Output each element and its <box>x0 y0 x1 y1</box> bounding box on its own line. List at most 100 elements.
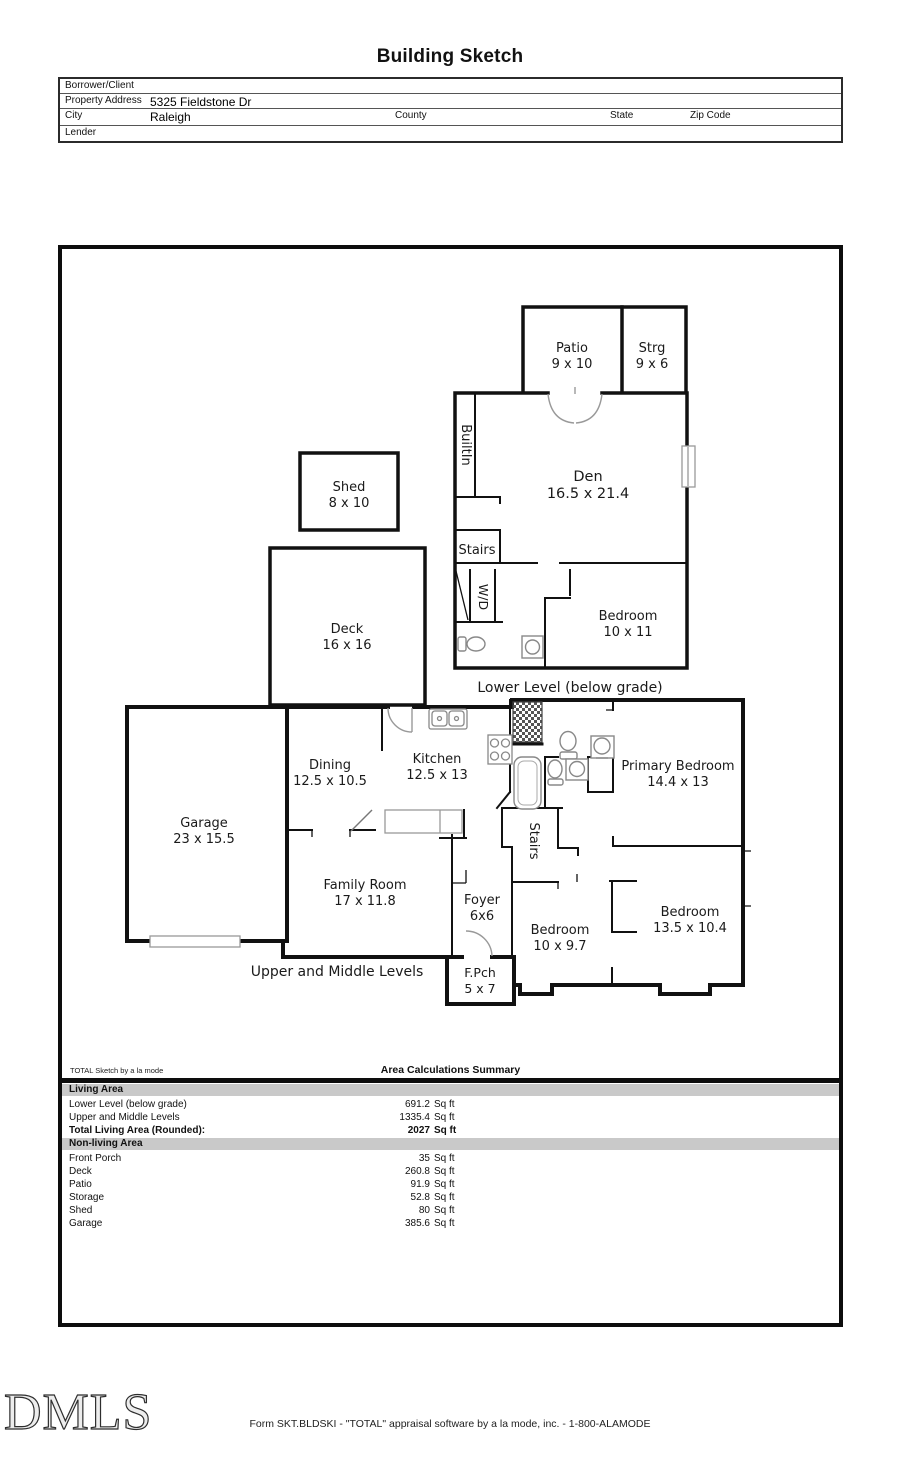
row-unit: Sq ft <box>434 1205 455 1216</box>
total-value: 2027 <box>407 1125 430 1136</box>
row-value: 1335.4 <box>399 1112 430 1123</box>
wall-ticks <box>311 570 751 907</box>
lender-label: Lender <box>65 127 97 138</box>
bedroom-lower-label: Bedroom <box>599 609 658 624</box>
row-unit: Sq ft <box>434 1192 455 1203</box>
row-unit: Sq ft <box>434 1125 457 1136</box>
nonliving-area-header: Non-living Area <box>62 1138 839 1150</box>
dining-dims: 12.5 x 10.5 <box>293 774 367 789</box>
zip-label: Zip Code <box>690 110 731 121</box>
primary-bedroom-dims: 14.4 x 13 <box>647 775 708 790</box>
city-label: City <box>65 110 83 121</box>
strg-dims: 9 x 6 <box>636 357 669 372</box>
footer-form-line: Form SKT.BLDSKI - "TOTAL" appraisal soft… <box>249 1418 651 1430</box>
form-row-lender: Lender <box>60 126 841 141</box>
table-row: Lower Level (below grade) 691.2 Sq ft <box>62 1098 839 1111</box>
row-unit: Sq ft <box>434 1112 455 1123</box>
strg-label: Strg <box>639 341 666 356</box>
lower-level-caption: Lower Level (below grade) <box>477 680 662 696</box>
row-label: Garage <box>69 1218 103 1229</box>
upper-level-caption: Upper and Middle Levels <box>251 964 424 980</box>
primary-bedroom-label: Primary Bedroom <box>621 759 734 774</box>
window-icon <box>681 445 696 488</box>
table-row: Front Porch 35 Sq ft <box>62 1152 839 1165</box>
bedroom-mid-label: Bedroom <box>531 923 590 938</box>
row-label: Deck <box>69 1166 92 1177</box>
shed-dims: 8 x 10 <box>329 496 370 511</box>
foyer-dims: 6x6 <box>470 909 494 924</box>
kitchen-counter <box>384 809 463 834</box>
row-value: 52.8 <box>410 1192 430 1203</box>
bathtub-icon <box>513 756 542 810</box>
row-value: 385.6 <box>404 1218 430 1229</box>
deck-label: Deck <box>331 622 364 637</box>
row-value: 260.8 <box>404 1166 430 1177</box>
summary-separator <box>58 1078 843 1083</box>
row-unit: Sq ft <box>434 1099 455 1110</box>
row-label: Front Porch <box>69 1153 122 1164</box>
total-label: Total Living Area (Rounded): <box>69 1125 206 1136</box>
kitchen-sink-icon <box>428 708 468 730</box>
patio-label: Patio <box>556 341 588 356</box>
city-value: Raleigh <box>150 110 191 124</box>
foyer-label: Foyer <box>464 893 501 908</box>
stair-hatch <box>512 701 543 743</box>
fpch-dims: 5 x 7 <box>464 981 495 996</box>
patio-dims: 9 x 10 <box>552 357 593 372</box>
door-arc-icon <box>350 387 603 957</box>
deck-dims: 16 x 16 <box>322 638 371 653</box>
row-unit: Sq ft <box>434 1166 455 1177</box>
bedroom-right-dims: 13.5 x 10.4 <box>653 921 727 936</box>
den-dims: 16.5 x 21.4 <box>547 486 629 502</box>
kitchen-label: Kitchen <box>413 752 462 767</box>
wd-label: W/D <box>476 584 491 610</box>
row-label: Shed <box>69 1205 93 1216</box>
row-value: 35 <box>418 1153 430 1164</box>
bedroom-right-label: Bedroom <box>661 905 720 920</box>
bedroom-lower-dims: 10 x 11 <box>603 625 652 640</box>
county-label: County <box>395 110 427 121</box>
living-area-header: Living Area <box>62 1084 839 1096</box>
form-row-address: Property Address 5325 Fieldstone Dr <box>60 94 841 109</box>
table-row: Deck 260.8 Sq ft <box>62 1165 839 1178</box>
property-address-value: 5325 Fieldstone Dr <box>150 95 252 109</box>
garage-label: Garage <box>180 816 228 831</box>
fpch-label: F.Pch <box>464 965 496 980</box>
table-row: Patio 91.9 Sq ft <box>62 1178 839 1191</box>
total-sketch-branding: TOTAL Sketch by a la mode <box>70 1066 164 1075</box>
shed-label: Shed <box>333 480 366 495</box>
stairs-upper-label: Stairs <box>526 822 541 859</box>
toilet-icon <box>457 636 578 786</box>
sketch-border <box>58 245 843 1327</box>
table-row: Garage 385.6 Sq ft <box>62 1217 839 1230</box>
room-labels: Patio 9 x 10 Strg 9 x 6 Den 16.5 x 21.4 … <box>173 341 734 996</box>
table-row: Upper and Middle Levels 1335.4 Sq ft <box>62 1111 839 1124</box>
family-room-label: Family Room <box>324 878 407 893</box>
builtin-label: BuiltIn <box>458 424 473 466</box>
bedroom-mid-dims: 10 x 9.7 <box>533 939 586 954</box>
property-form: Borrower/Client Property Address 5325 Fi… <box>58 77 843 143</box>
dmls-logo: DMLS <box>3 1384 153 1441</box>
stove-icon <box>487 734 513 765</box>
row-value: 80 <box>418 1205 430 1216</box>
row-label: Patio <box>69 1179 92 1190</box>
floor-plan: Patio 9 x 10 Strg 9 x 6 Den 16.5 x 21.4 … <box>125 305 751 1006</box>
kitchen-dims: 12.5 x 13 <box>406 768 467 783</box>
den-label: Den <box>573 469 602 485</box>
stairs-lower-label: Stairs <box>458 543 495 558</box>
garage-door-icon <box>149 935 241 948</box>
area-calculations-summary: TOTAL Sketch by a la mode Area Calculati… <box>58 1060 843 1323</box>
family-room-dims: 17 x 11.8 <box>334 894 395 909</box>
dining-label: Dining <box>309 758 351 773</box>
sink-icon <box>521 635 615 781</box>
total-living-area-row: Total Living Area (Rounded): 2027 Sq ft <box>62 1124 839 1137</box>
page-title: Building Sketch <box>376 46 524 67</box>
row-unit: Sq ft <box>434 1179 455 1190</box>
table-row: Storage 52.8 Sq ft <box>62 1191 839 1204</box>
form-row-borrower: Borrower/Client <box>60 79 841 94</box>
main-walls <box>125 305 745 1006</box>
row-value: 691.2 <box>404 1099 430 1110</box>
row-unit: Sq ft <box>434 1153 455 1164</box>
borrower-label: Borrower/Client <box>65 80 134 91</box>
